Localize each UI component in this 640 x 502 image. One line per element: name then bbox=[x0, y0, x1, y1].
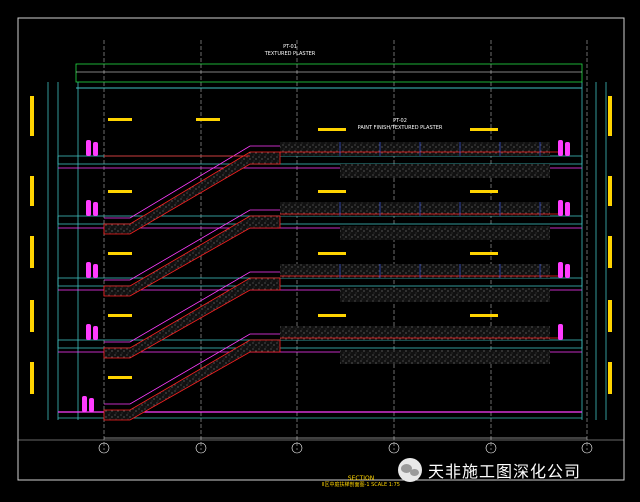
railing-posts bbox=[339, 142, 541, 278]
mid-note-text: PAINT FINISH/TEXTURED PLASTER bbox=[358, 125, 443, 131]
escalator-3 bbox=[103, 209, 281, 297]
roof bbox=[75, 63, 583, 89]
balustrades bbox=[104, 151, 560, 339]
wechat-icon bbox=[398, 458, 422, 482]
title-block: SECTION Ⅱ区中庭扶梯剖面图-1 SCALE 1:75 bbox=[306, 475, 416, 488]
drawing-frame bbox=[17, 17, 625, 481]
top-note-text: TEXTURED PLASTER bbox=[264, 51, 316, 57]
grid-bubble bbox=[485, 442, 497, 454]
drawing-title: SECTION bbox=[347, 475, 375, 482]
mid-note-code: PT-02 bbox=[393, 118, 407, 124]
grid-bubble bbox=[98, 442, 110, 454]
subtitle-text: Ⅱ区中庭扶梯剖面图-1 bbox=[322, 482, 370, 488]
dimension-line bbox=[98, 437, 593, 454]
ground-slab bbox=[58, 411, 582, 419]
grid-bubble bbox=[195, 442, 207, 454]
people-figures bbox=[82, 140, 570, 412]
elevation-markers bbox=[30, 96, 612, 394]
side-columns bbox=[47, 82, 607, 420]
watermark: 天非施工图深化公司 bbox=[398, 458, 581, 482]
escalator-2 bbox=[103, 271, 281, 359]
grid-lines bbox=[103, 40, 588, 450]
escalator-1 bbox=[103, 333, 281, 421]
grid-bubble bbox=[581, 442, 593, 454]
ceiling-bands bbox=[280, 142, 550, 364]
escalators bbox=[103, 145, 281, 421]
escalator-4 bbox=[103, 145, 281, 235]
grid-bubble bbox=[388, 442, 400, 454]
top-note-code: PT-01 bbox=[283, 44, 297, 50]
annotation-bars bbox=[108, 118, 498, 379]
drawing-subtitle: Ⅱ区中庭扶梯剖面图-1 SCALE 1:75 bbox=[306, 482, 416, 488]
grid-bubble bbox=[291, 442, 303, 454]
scale-text: SCALE 1:75 bbox=[371, 482, 400, 488]
watermark-text: 天非施工图深化公司 bbox=[428, 462, 582, 481]
